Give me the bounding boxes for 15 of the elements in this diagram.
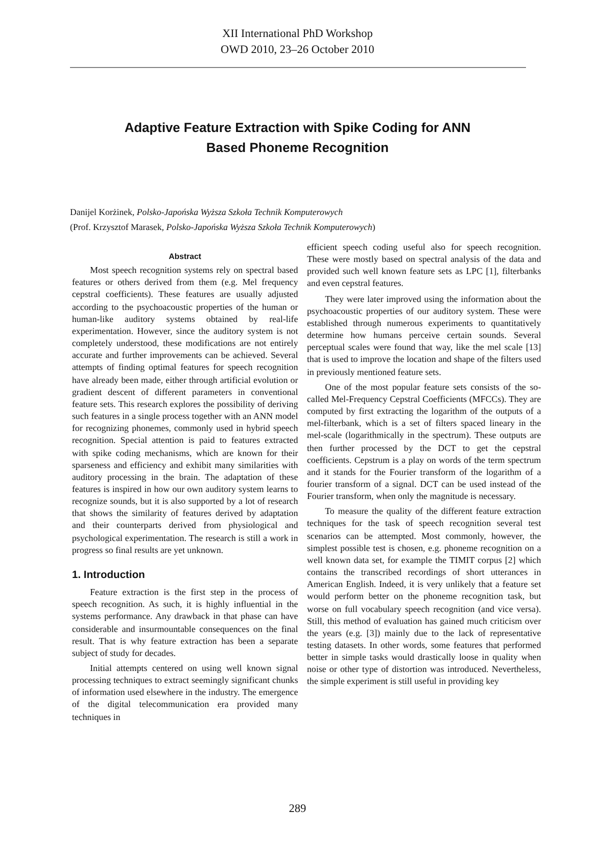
author-line: Danijel Korżinek, Polsko-Japońska Wyższa Szkoła Technik Komputerowych xyxy=(70,206,344,218)
abstract-paragraph: Most speech recognition systems rely on spectral based features or others derived from them (e.g. Mel frequency cepstral coefficients). These features are usually adjusted according to the psychoacoustic properties of the human or human-like auditory systems obtained by real-life experimentation. However, since the auditory system is not completely understood, these modifications are not entirely accurate and further improvements can be achieved. Several attempts of finding optimal features for speech recognition have already been made, either through artificial evolution or gradient descent of different parameters in conventional feature sets. This research explores the possibility of deriving such features in a single process together with an ANN model for recognizing phonemes, commonly used in hybrid speech recognition. Special attention is paid to features extracted with spike coding mechanisms, which are known for their sparseness and efficiency and exhibit many similarities with auditory processing in the brain. The adaptation of these features is inspired in how our own auditory system learns to recognize sounds, but it is also supported by a lot of research that shows the similarity of features derived by adaptation and their counterparts derived from physiological and psychological experimentation. The research is still a work in progress so final results are yet unknown. xyxy=(72,264,298,556)
body-paragraph: They were later improved using the information about the psychoacoustic properties of our auditory system. These were established through numerous experiments to quantitatively determine how humans perceive certain sounds. Several perceptual scales were found that way, like the mel scale [13] that is used to improve the location and shape of the filters used in previously mentioned feature sets. xyxy=(307,292,541,378)
body-paragraph: One of the most popular feature sets consists of the so-called Mel-Frequency Cepstral Coefficients (MFCCs). They are computed by first extracting the logarithm of the outputs of a mel-filterbank, which is a set of filters spaced lineary in the mel-scale (logarithmically in the spectrum). These outputs are then further processed by the DCT to get the cepstral coefficients. Cepstrum is a play on words of the term spectrum and it stands for the Fourier transform of the logarithm of a fourier transform of a signal. DCT can be used instead of the Fourier transform, when only the magnitude is necessary. xyxy=(307,380,541,502)
body-paragraph: Feature extraction is the first step in the process of speech recognition. As such, it is highly influential in the systems performance. Any drawback in that phase can have considerable and insurmountable consequences on the final result. That is why feature extraction has been a separate subject of study for decades. xyxy=(72,586,298,659)
section-heading: Abstract xyxy=(168,251,202,263)
page-number: 289 xyxy=(288,802,308,817)
author-line: (Prof. Krzysztof Marasek, Polsko-Japońska Wyższa Szkoła Technik Komputerowych) xyxy=(70,221,376,234)
body-paragraph: efficient speech coding useful also for speech recognition. These were mostly based on spectral analysis of the data and provided such well known feature sets as LPC [1], filterbanks and even cepstral features. xyxy=(307,241,541,290)
body-paragraph: Initial attempts centered on using well known signal processing techniques to extract seemingly significant chunks of information used elsewhere in the industry. The emergence of the digital telecommunication era provided many techniques in xyxy=(72,662,298,723)
conference-name: XII International PhD Workshop xyxy=(221,27,374,42)
paper-title: Adaptive Feature Extraction with Spike Coding for ANN Based Phoneme Recognition xyxy=(123,119,472,157)
section-heading: 1. Introduction xyxy=(72,568,146,582)
conference-date: OWD 2010, 23–26 October 2010 xyxy=(220,43,376,58)
body-paragraph: To measure the quality of the different feature extraction techniques for the task of speech recognition several test scenarios can be attempted. Most commonly, however, the simplest possible test is chosen, e.g. phoneme recognition on a well known data set, for example the TIMIT corpus [2] which contains the transcribed recordings of short utterances in American English. Indeed, it is very unlikely that a feature set would perform better on the phoneme recognition task, but worse on full vocabulary speech recognition (and vice versa). Still, this method of evaluation has gained much criticism over the years (e.g. [3]) mainly due to the lack of representative testing datasets. In other words, some features that performed better in simple tasks would drastically loose in quality when noise or other type of distortion was introduced. Nevertheless, the simple experiment is still useful in providing key xyxy=(307,505,541,688)
